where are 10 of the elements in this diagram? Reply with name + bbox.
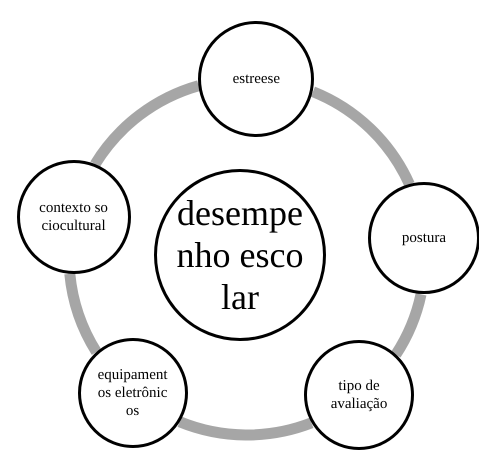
ring-connector [64,273,102,355]
node-label: desempenho escolar [176,192,304,318]
node-label: postura [400,229,448,248]
ring-connector [90,80,200,168]
ring-connector [178,416,314,440]
node-label: tipo de avaliação [330,377,388,414]
node-label: estreese [232,70,282,88]
ring-connector [391,292,426,358]
node-label: contexto sociocultural [38,198,109,235]
node-label: equipamentos eletrônicos [96,366,169,420]
